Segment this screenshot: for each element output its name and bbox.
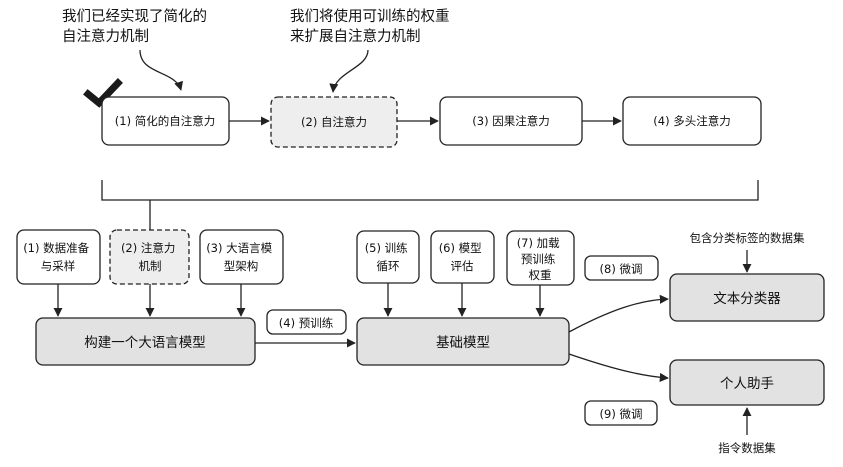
svg-text:个人助手: 个人助手: [720, 376, 774, 392]
personal-assistant-box: 个人助手: [669, 359, 825, 406]
attention-step-2: (2) 自注意力: [270, 96, 398, 148]
finetune-assistant-label: (9) 微调: [584, 400, 658, 426]
svg-text:(4) 多头注意力: (4) 多头注意力: [653, 114, 730, 128]
attention-bracket: [101, 180, 759, 201]
input-llm-architecture: (3) 大语言模 型架构: [199, 229, 284, 285]
arrow-to-assistant: [568, 353, 669, 382]
svg-text:(3) 因果注意力: (3) 因果注意力: [472, 114, 549, 128]
text-classifier-box: 文本分类器: [669, 273, 825, 322]
arrow-to-classifier: [568, 294, 669, 333]
input-data-prep: (1) 数据准备 与采样: [16, 229, 101, 285]
input-model-evaluation: (6) 模型 评估: [430, 230, 495, 284]
input-load-weights: (7) 加载 预训练 权重: [506, 230, 575, 286]
instruction-dataset-label: 指令数据集: [718, 441, 776, 455]
build-llm-box: 构建一个大语言模型: [35, 317, 256, 366]
svg-text:(8) 微调: (8) 微调: [600, 262, 643, 276]
svg-text:(7) 加载 预训练 权重: (7) 加载 预训练 权重: [517, 236, 564, 282]
svg-text:基础模型: 基础模型: [436, 334, 490, 351]
pretrain-label: (4) 预训练: [266, 309, 347, 335]
input-training-loop: (5) 训练 循环: [356, 230, 420, 284]
note-implemented: 我们已经实现了简化的 自注意力机制: [62, 8, 212, 45]
svg-text:(2) 注意力 机制: (2) 注意力 机制: [121, 241, 179, 273]
attention-step-4: (4) 多头注意力: [622, 96, 762, 146]
attention-step-3: (3) 因果注意力: [439, 96, 583, 146]
note-left-arrow: [139, 49, 183, 91]
svg-text:(1) 数据准备 与采样: (1) 数据准备 与采样: [23, 241, 93, 273]
finetune-classifier-label: (8) 微调: [584, 255, 659, 281]
svg-text:(5) 训练 循环: (5) 训练 循环: [365, 241, 412, 273]
svg-text:文本分类器: 文本分类器: [713, 291, 781, 307]
labeled-dataset-label: 包含分类标签的数据集: [690, 231, 805, 245]
note-extend: 我们将使用可训练的权重 来扩展自注意力机制: [290, 8, 454, 45]
svg-text:(2) 自注意力: (2) 自注意力: [301, 115, 367, 129]
svg-text:(4) 预训练: (4) 预训练: [279, 316, 334, 330]
svg-text:(9) 微调: (9) 微调: [600, 407, 643, 421]
svg-text:(1) 简化的自注意力: (1) 简化的自注意力: [115, 114, 215, 128]
svg-text:构建一个大语言模型: 构建一个大语言模型: [84, 335, 206, 351]
attention-step-1: (1) 简化的自注意力: [101, 96, 230, 146]
svg-text:(6) 模型 评估: (6) 模型 评估: [439, 241, 486, 273]
foundation-model-box: 基础模型: [356, 317, 570, 366]
svg-text:(3) 大语言模 型架构: (3) 大语言模 型架构: [206, 241, 276, 273]
note-right-arrow: [329, 49, 369, 93]
checkmark-icon: [83, 78, 123, 108]
input-attention-mechanism: (2) 注意力 机制: [109, 229, 190, 285]
